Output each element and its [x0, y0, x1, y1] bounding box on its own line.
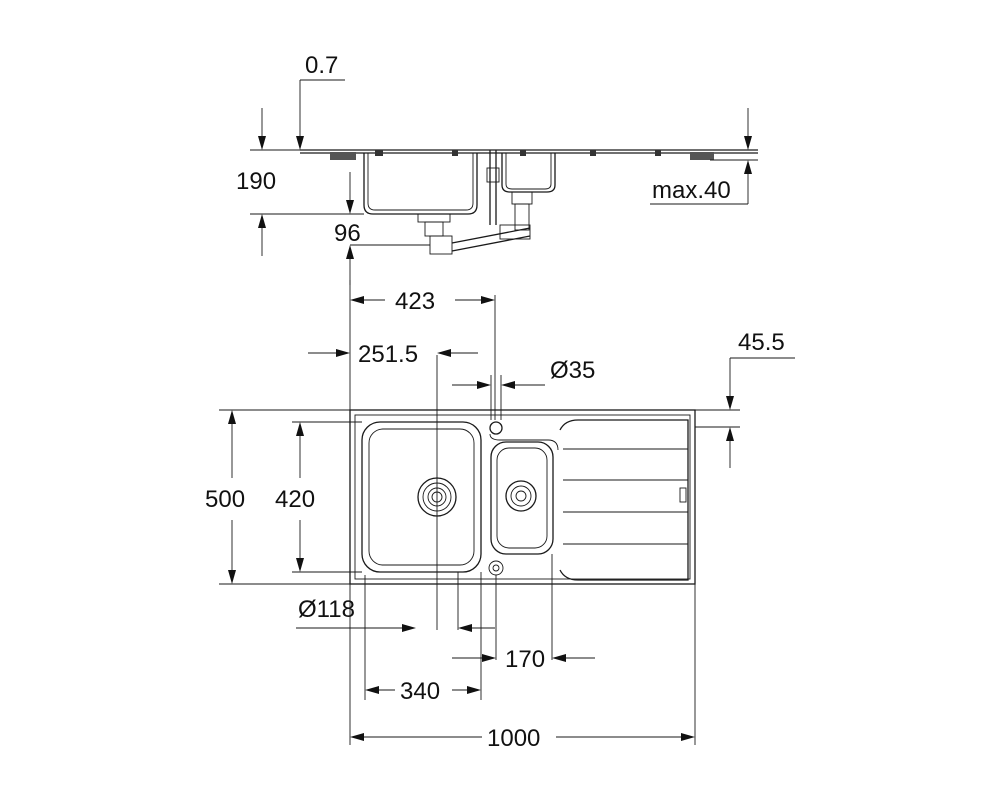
tap-hole [489, 421, 503, 435]
dim-bowl-depth: 420 [275, 486, 315, 513]
dim-waste-drop: 96 [334, 220, 361, 247]
main-bowl [361, 421, 482, 573]
dim-waste-dia: Ø118 [298, 596, 355, 623]
sink-outline [349, 409, 696, 585]
small-bowl-profile [501, 153, 556, 193]
dim-small-bowl-width: 170 [505, 646, 545, 673]
dim-tap-hole-dia: Ø35 [550, 357, 595, 384]
dim-thickness: 0.7 [305, 52, 338, 79]
overflow [488, 560, 504, 576]
small-bowl [490, 441, 554, 555]
drainer [559, 419, 689, 581]
side-view: 0.7 190 96 max.40 [236, 52, 758, 285]
clamp-right [690, 152, 714, 160]
main-bowl-profile [363, 153, 478, 215]
top-view: 423 251.5 Ø35 45.5 500 420 [205, 280, 795, 752]
dim-bowl-center: 251.5 [358, 341, 418, 368]
dim-main-bowl-width: 340 [400, 678, 440, 705]
dim-bowl-depth-side: 190 [236, 168, 276, 195]
waste-trap [429, 235, 453, 255]
small-waste [505, 480, 537, 512]
clamp-left [330, 152, 356, 160]
dim-edge-offset: 45.5 [738, 329, 785, 356]
dim-tap-hole-offset: 423 [395, 288, 435, 315]
dim-overall-depth: 500 [205, 486, 245, 513]
dim-worktop-max: max.40 [652, 177, 731, 204]
dim-overall-width: 1000 [487, 725, 540, 752]
